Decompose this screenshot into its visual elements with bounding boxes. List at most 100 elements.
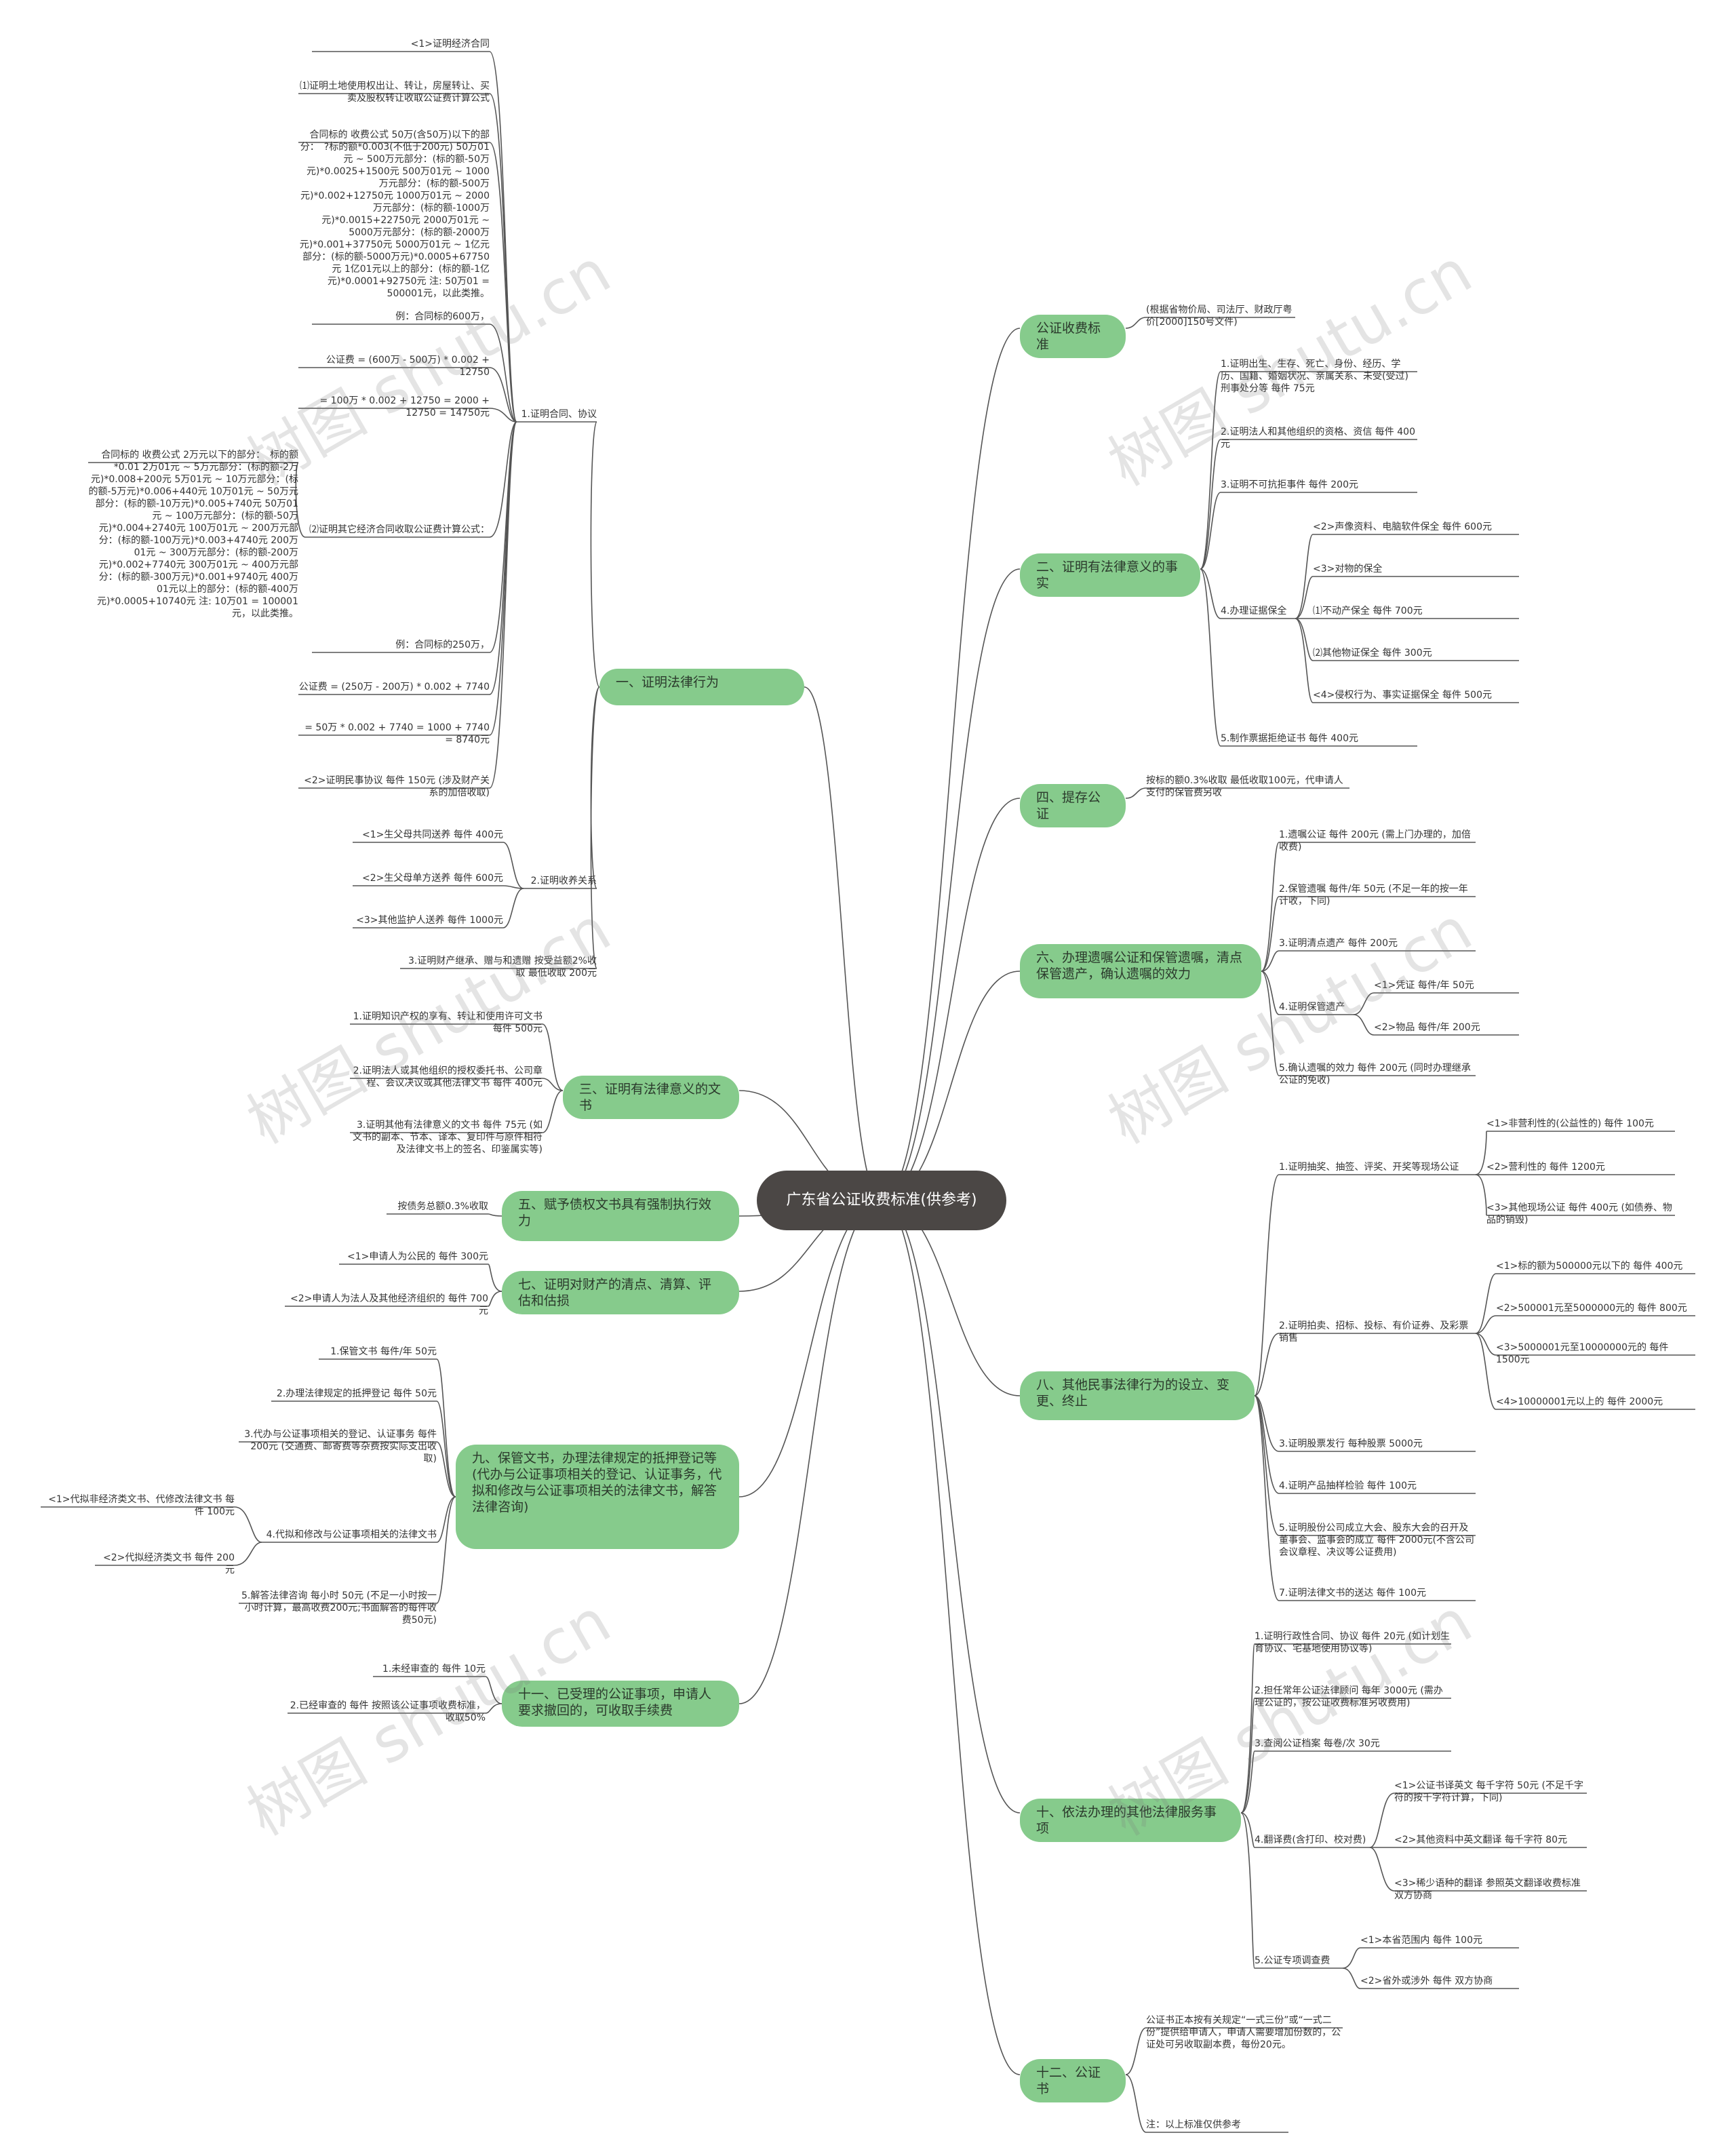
- topic-r10b[interactable]: 2.担任常年公证法律顾问 每年 3000元 (需办理公证的，按公证收费标准另收费…: [1255, 1685, 1443, 1708]
- child-connector: [1295, 576, 1314, 619]
- topic-l9d2[interactable]: <2>代拟经济类文书 每件 200元: [103, 1552, 235, 1575]
- branch-l5[interactable]: 五、赋予债权文书具有强制执行效力: [502, 1191, 739, 1241]
- branch-connector: [881, 798, 1021, 1201]
- branch-r2[interactable]: 二、证明有法律意义的事实: [1020, 553, 1200, 597]
- branch-l7[interactable]: 七、证明对财产的清点、清算、评估和估损: [502, 1271, 739, 1314]
- topic-l3b[interactable]: 2.证明法人或其他组织的授权委托书、公司章程、会议决议或其他法律文书 每件 40…: [353, 1065, 542, 1089]
- topic-l7a[interactable]: <1>申请人为公民的 每件 300元: [347, 1251, 488, 1262]
- branch-r6[interactable]: 六、办理遗嘱公证和保管遗嘱，清点保管遗产，确认遗嘱的效力: [1020, 944, 1261, 998]
- topic-r2e[interactable]: 5.制作票据拒绝证书 每件 400元: [1221, 733, 1358, 744]
- topic-r10a[interactable]: 1.证明行政性合同、协议 每件 20元 (如计划生育协议、宅基地使用协议等): [1255, 1631, 1450, 1654]
- topic-r8b1[interactable]: <1>标的额为500000元以下的 每件 400元: [1496, 1261, 1683, 1272]
- topic-l1a7[interactable]: ⑵证明其它经济合同收取公证费计算公式：: [309, 524, 490, 535]
- topic-l1a1[interactable]: <1>证明经济合同: [410, 39, 490, 50]
- topic-r2d4[interactable]: ⑵其他物证保全 每件 300元: [1313, 648, 1432, 659]
- topic-l1b[interactable]: 2.证明收养关系: [530, 876, 597, 886]
- topic-r10e1[interactable]: <1>本省范围内 每件 100元: [1360, 1935, 1482, 1946]
- topic-r6c[interactable]: 3.证明清点遗产 每件 200元: [1279, 938, 1398, 949]
- topic-r10d[interactable]: 4.翻译费(含打印、校对费): [1255, 1835, 1366, 1845]
- topic-r10e2[interactable]: <2>省外或涉外 每件 双方协商: [1360, 1976, 1493, 1986]
- branch-l11[interactable]: 十一、已受理的公证事项，申请人要求撤回的，可收取手续费: [502, 1681, 739, 1727]
- topic-l9c[interactable]: 3.代办与公证事项相关的登记、认证事务 每件 200元 (交通费、邮寄费等杂费按…: [244, 1429, 437, 1464]
- topic-l3a[interactable]: 1.证明知识产权的享有、转让和使用许可文书 每件 500元: [353, 1011, 542, 1034]
- topic-l1a2[interactable]: ⑴证明土地使用权出让、转让，房屋转让、买卖及股权转让收取公证费计算公式: [300, 81, 490, 104]
- topic-l1a5[interactable]: 公证费 = (600万 - 500万) * 0.002 + 12750: [326, 355, 490, 378]
- topic-r8e[interactable]: 5.证明股份公司成立大会、股东大会的召开及董事会、监事会的成立 每件 2000元…: [1279, 1523, 1474, 1558]
- topic-r6d1[interactable]: <1>凭证 每件/年 50元: [1374, 980, 1474, 991]
- topic-r10e[interactable]: 5.公证专项调查费: [1255, 1955, 1330, 1966]
- branch-r4[interactable]: 四、提存公证: [1020, 784, 1126, 827]
- root-node[interactable]: 广东省公证收费标准(供参考): [757, 1171, 1006, 1230]
- child-connector: [234, 1506, 262, 1543]
- branch-l3[interactable]: 三、证明有法律意义的文书: [563, 1076, 739, 1119]
- topic-r8a3[interactable]: <3>其他现场公证 每件 400元 (如债券、物品的销毁): [1486, 1202, 1672, 1226]
- topic-r10d3[interactable]: <3>稀少语种的翻译 参照英文翻译收费标准双方协商: [1394, 1878, 1581, 1901]
- topic-l1c[interactable]: 3.证明财产继承、赠与和遗赠 按受益额2%收取 最低收取 200元: [408, 956, 597, 979]
- topic-l11a[interactable]: 1.未经审查的 每件 10元: [382, 1664, 486, 1675]
- topic-l1b3[interactable]: <3>其他监护人送养 每件 1000元: [356, 915, 503, 926]
- topic-l3c[interactable]: 3.证明其他有法律意义的文书 每件 75元 (如文书的副本、节本、译本、复印件与…: [353, 1120, 542, 1155]
- topic-r2a[interactable]: 1.证明出生、生存、死亡、身份、经历、学历、国籍、婚姻状况、亲属关系、未受(受过…: [1221, 359, 1408, 394]
- topic-l1a6[interactable]: = 100万 * 0.002 + 12750 = 2000 + 12750 = …: [319, 395, 490, 418]
- topic-l1b1[interactable]: <1>生父母共同送养 每件 400元: [362, 829, 503, 840]
- branch-connector: [804, 686, 882, 1201]
- branch-l1[interactable]: 一、证明法律行为: [599, 669, 804, 705]
- branch-r0[interactable]: 公证收费标准: [1020, 315, 1126, 358]
- topic-r0a[interactable]: (根据省物价局、司法厅、财政厅粤价[2000]150号文件): [1146, 305, 1293, 328]
- branch-connector: [881, 1200, 1021, 1814]
- topic-r8a[interactable]: 1.证明抽奖、抽签、评奖、开奖等现场公证: [1279, 1162, 1459, 1173]
- topic-l1a10[interactable]: = 50万 * 0.002 + 7740 = 1000 + 7740 = 874…: [304, 722, 490, 745]
- child-connector: [488, 1264, 502, 1292]
- topic-r2d1[interactable]: <2>声像资料、电脑软件保全 每件 600元: [1313, 522, 1492, 532]
- topic-r10d1[interactable]: <1>公证书译英文 每千字符 50元 (不足千字符的按千字符计算，下同): [1394, 1780, 1583, 1803]
- topic-r2c[interactable]: 3.证明不可抗拒事件 每件 200元: [1221, 479, 1358, 490]
- topic-l5a[interactable]: 按债务总额0.3%收取: [397, 1201, 488, 1212]
- topic-r2d2[interactable]: <3>对物的保全: [1313, 564, 1383, 574]
- topic-r12b[interactable]: 注：以上标准仅供参考: [1146, 2119, 1241, 2130]
- topic-r6b[interactable]: 2.保管遗嘱 每件/年 50元 (不足一年的按一年计收，下同): [1279, 884, 1468, 907]
- topic-r4a[interactable]: 按标的额0.3%收取 最低收取100元，代申请人支付的保管费另收: [1146, 775, 1343, 798]
- topic-r6d[interactable]: 4.证明保管遗产: [1279, 1002, 1345, 1013]
- topic-r8b4[interactable]: <4>10000001元以上的 每件 2000元: [1496, 1396, 1663, 1407]
- topic-l1a9[interactable]: 公证费 = (250万 - 200万) * 0.002 + 7740: [298, 682, 490, 692]
- topic-l9a[interactable]: 1.保管文书 每件/年 50元: [330, 1346, 437, 1357]
- topic-l9d[interactable]: 4.代拟和修改与公证事项相关的法律文书: [266, 1529, 437, 1540]
- branch-r8[interactable]: 八、其他民事法律行为的设立、变更、终止: [1020, 1371, 1255, 1420]
- topic-l9e[interactable]: 5.解答法律咨询 每小时 50元 (不足一小时按一小时计算，最高收费200元;书…: [241, 1590, 437, 1626]
- topic-r2d3[interactable]: ⑴不动产保全 每件 700元: [1313, 606, 1423, 616]
- topic-l1a[interactable]: 1.证明合同、协议: [521, 409, 597, 420]
- branch-r12[interactable]: 十二、公证书: [1020, 2059, 1126, 2102]
- topic-r6d2[interactable]: <2>物品 每件/年 200元: [1374, 1022, 1480, 1033]
- topic-l9b[interactable]: 2.办理法律规定的抵押登记 每件 50元: [276, 1388, 437, 1399]
- topic-l9d1[interactable]: <1>代拟非经济类文书、代修改法律文书 每件 100元: [48, 1494, 235, 1517]
- topic-r8c[interactable]: 3.证明股票发行 每种股票 5000元: [1279, 1438, 1423, 1449]
- topic-r8d[interactable]: 4.证明产品抽样检验 每件 100元: [1279, 1481, 1417, 1491]
- topic-r2d[interactable]: 4.办理证据保全: [1221, 606, 1287, 616]
- topic-l1a3[interactable]: 合同标的 收费公式 50万(含50万)以下的部分： ?标的额*0.003(不低于…: [299, 130, 490, 299]
- branch-r10[interactable]: 十、依法办理的其他法律服务事项: [1020, 1799, 1241, 1842]
- topic-r8b2[interactable]: <2>500001元至5000000元的 每件 800元: [1496, 1303, 1687, 1314]
- topic-l1a11[interactable]: <2>证明民事协议 每件 150元 (涉及财产关系的加倍收取): [304, 775, 490, 798]
- topic-l1a8[interactable]: 例：合同标的250万，: [395, 640, 490, 650]
- topic-r2b[interactable]: 2.证明法人和其他组织的资格、资信 每件 400元: [1221, 427, 1415, 450]
- child-connector: [489, 421, 517, 538]
- topic-r8b3[interactable]: <3>5000001元至10000000元的 每件 1500元: [1496, 1342, 1669, 1365]
- topic-r6e[interactable]: 5.确认遗嘱的效力 每件 200元 (同时办理继承公证的免收): [1279, 1063, 1471, 1086]
- topic-r10d2[interactable]: <2>其他资料中英文翻译 每千字符 80元: [1394, 1835, 1568, 1845]
- topic-r8f[interactable]: 7.证明法律文书的送达 每件 100元: [1279, 1588, 1426, 1599]
- topic-l7b[interactable]: <2>申请人为法人及其他经济组织的 每件 700元: [290, 1293, 488, 1316]
- topic-r8a1[interactable]: <1>非营利性的(公益性的) 每件 100元: [1486, 1118, 1654, 1129]
- topic-r8a2[interactable]: <2>营利性的 每件 1200元: [1486, 1162, 1605, 1173]
- topic-l1a4[interactable]: 例：合同标的600万，: [395, 311, 490, 322]
- topic-r2d5[interactable]: <4>侵权行为、事实证据保全 每件 500元: [1313, 690, 1492, 701]
- topic-r12a[interactable]: 公证书正本按有关规定“一式三份”或“一式二份”提供给申请人，申请人需要增加份数的…: [1146, 2015, 1341, 2050]
- topic-r10c[interactable]: 3.查阅公证档案 每卷/次 30元: [1255, 1738, 1380, 1749]
- child-connector: [590, 686, 600, 969]
- branch-l9[interactable]: 九、保管文书，办理法律规定的抵押登记等(代办与公证事项相关的登记、认证事务，代拟…: [456, 1445, 739, 1549]
- topic-l11b[interactable]: 2.已经审查的 每件 按照该公证事项收费标准，收取50%: [290, 1700, 486, 1723]
- topic-l1a7a[interactable]: 合同标的 收费公式 2万元以下的部分： 标的额*0.01 2万01元 ~ 5万元…: [88, 450, 298, 619]
- topic-r8b[interactable]: 2.证明拍卖、招标、投标、有价证券、及彩票销售: [1279, 1320, 1469, 1344]
- topic-r6a[interactable]: 1.遗嘱公证 每件 200元 (需上门办理的，加倍收费): [1279, 829, 1471, 853]
- topic-l1b2[interactable]: <2>生父母单方送养 每件 600元: [362, 873, 503, 884]
